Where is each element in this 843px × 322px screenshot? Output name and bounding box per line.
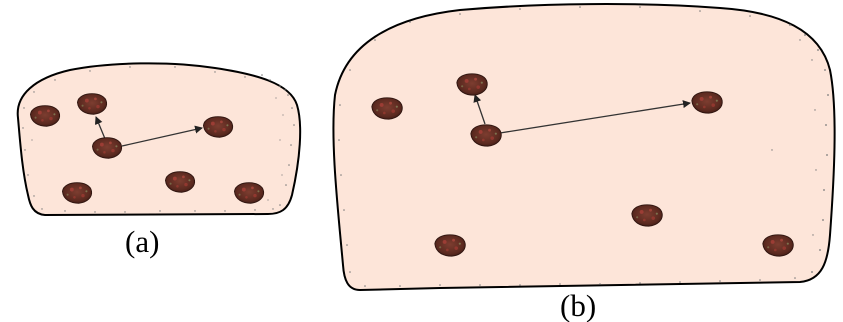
- region-outline-b: [333, 4, 834, 290]
- panel-b: (b): [333, 4, 834, 322]
- panel-a: (a): [18, 63, 300, 259]
- caption-b: (b): [560, 288, 596, 322]
- caption-a: (a): [125, 224, 159, 259]
